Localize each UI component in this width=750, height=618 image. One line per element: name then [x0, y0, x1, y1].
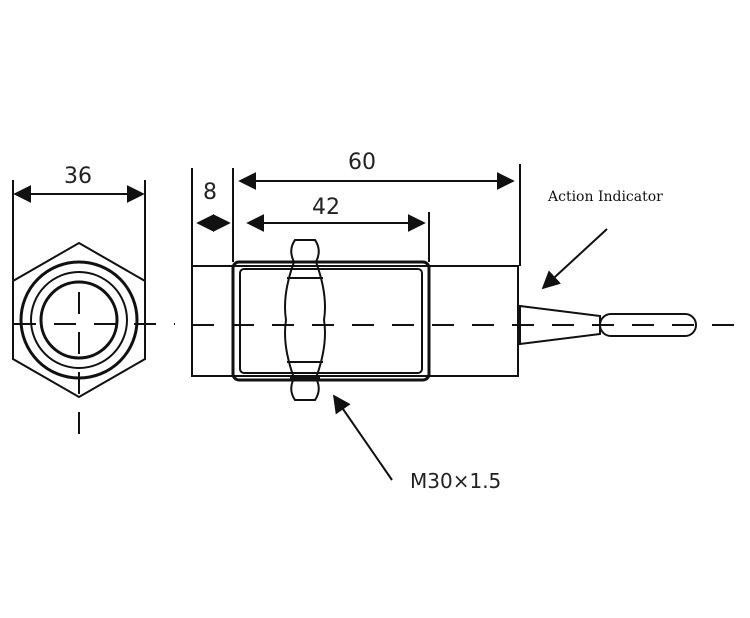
action-indicator-label: Action Indicator	[547, 189, 663, 205]
sensor-side-view: 60 42 8	[191, 150, 745, 401]
outer-ring	[19, 260, 139, 380]
middle-ring	[30, 271, 128, 369]
thread-barrel-outer	[231, 260, 431, 382]
cable-gland	[519, 304, 601, 346]
thread-barrel-inner	[239, 268, 423, 374]
lock-nut	[284, 239, 326, 401]
thread-spec-label: M30×1.5	[410, 469, 501, 493]
housing-body	[191, 265, 519, 377]
thread-spec-arrow	[332, 394, 393, 481]
action-indicator-arrow	[541, 228, 608, 290]
hex-front-view: 36	[12, 164, 175, 436]
thread-length-label: 42	[312, 195, 340, 220]
hex-width-label: 36	[64, 164, 92, 189]
total-length-label: 60	[348, 150, 376, 175]
flange-label: 8	[203, 180, 217, 205]
hex-outline	[12, 241, 146, 399]
callouts: Action Indicator M30×1.5	[332, 189, 663, 493]
inner-face	[39, 280, 119, 360]
